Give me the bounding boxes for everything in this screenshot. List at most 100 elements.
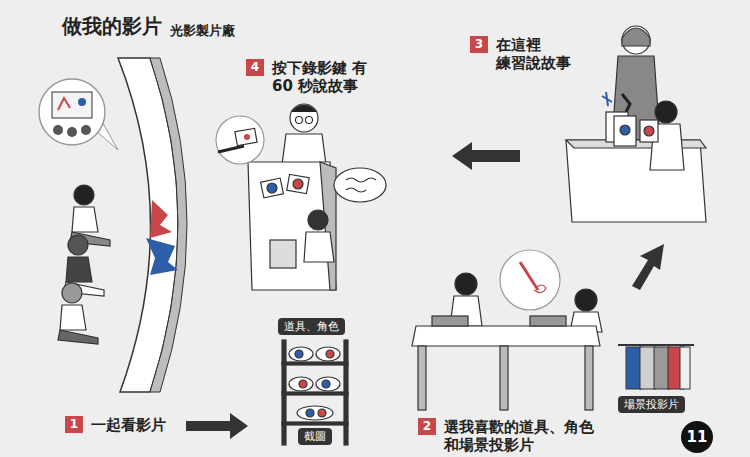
prop-shelf-part <box>326 350 334 358</box>
page-number: 11 <box>687 428 708 446</box>
page-number-circle: 11 <box>681 421 713 453</box>
practice-scene-part <box>622 94 630 112</box>
prop-shelf-part <box>297 406 333 420</box>
seated-children-part <box>62 283 82 303</box>
step-number: 1 <box>65 416 83 433</box>
subtitle-label: 光影製片廠 <box>170 22 235 40</box>
practice-scene-part <box>622 26 650 54</box>
memory-bubble-part <box>67 127 77 137</box>
memory-bubble-part <box>81 125 91 135</box>
pill-text: 截圖 <box>304 430 326 443</box>
prop-shelf-part <box>299 380 307 388</box>
selection-scene-part <box>412 326 600 346</box>
practice-scene-part <box>614 116 636 146</box>
step-heading: 2 選我喜歡的道具、角色 和場景投影片 <box>418 418 604 454</box>
recording-scene-part <box>293 179 303 189</box>
pill-text: 道具、角色 <box>284 320 339 333</box>
projection-screen-part <box>146 238 178 275</box>
prop-shelf-part <box>282 422 348 425</box>
recording-scene-part <box>346 178 376 192</box>
step-heading: 4 按下錄影鍵 有 60 秒說故事 <box>246 59 376 95</box>
prop-shelf-part <box>318 409 326 417</box>
memory-bubble-part <box>58 98 70 110</box>
selection-scene-part <box>534 285 546 293</box>
recording-scene-part <box>287 174 309 193</box>
projection-screen-part <box>150 58 187 392</box>
projection-screen <box>118 58 187 392</box>
recording-scene-part <box>267 183 277 193</box>
step-caption: 在這裡 練習說故事 <box>496 36 586 72</box>
step-number: 4 <box>246 59 264 76</box>
prop-shelf-part <box>282 362 348 365</box>
seated-children-part <box>72 207 98 232</box>
memory-bubble-part <box>53 125 63 135</box>
selection-scene-part <box>432 316 468 326</box>
step-number: 3 <box>470 36 488 53</box>
seated-children-part <box>74 185 94 205</box>
prop-shelf-part <box>282 392 348 395</box>
selection-scene-part <box>455 273 477 295</box>
flow-arrow-part <box>452 142 520 170</box>
practice-scene-part <box>640 120 658 142</box>
slide-rack-part <box>618 344 694 346</box>
recording-scene-part <box>306 117 313 124</box>
practice-scene-part <box>602 92 612 106</box>
slide-rack <box>618 345 694 389</box>
selection-scene-part <box>418 346 426 410</box>
page-title: 做我的影片 <box>62 13 162 40</box>
selection-scene-part <box>585 346 593 410</box>
recording-scene-part <box>270 240 296 268</box>
recording-scene-part <box>296 117 303 124</box>
flow-arrow-part <box>186 413 248 439</box>
slide-rack-part <box>680 347 690 389</box>
label-pill: 道具、角色 <box>278 318 345 335</box>
recording-scene-part <box>261 178 284 198</box>
recording-scene-part <box>244 134 250 140</box>
recording-scene-part <box>282 134 326 165</box>
seated-children <box>58 185 110 344</box>
flow-arrow <box>186 142 664 439</box>
step-number: 2 <box>418 418 436 435</box>
seated-children-part <box>58 330 98 344</box>
recording-scene-part <box>216 116 264 164</box>
memory-bubble <box>39 79 118 150</box>
recording-scene-part <box>235 128 257 145</box>
prop-shelf <box>282 340 348 445</box>
recording-scene-part <box>304 232 334 262</box>
prop-shelf-part <box>316 347 340 361</box>
recording-scene-part <box>308 210 328 230</box>
prop-shelf-part <box>316 377 340 391</box>
memory-bubble-part <box>39 79 105 145</box>
pill-text: 場景投影片 <box>624 398 679 411</box>
practice-scene-part <box>644 126 654 136</box>
selection-scene-part <box>520 262 538 290</box>
flow-arrow-part <box>632 244 664 290</box>
recording-scene <box>216 104 386 290</box>
step-caption: 選我喜歡的道具、角色 和場景投影片 <box>444 418 604 454</box>
selection-scene-part <box>530 316 566 326</box>
recording-scene-part <box>290 104 318 132</box>
prop-shelf-part <box>306 409 314 417</box>
step-heading: 3 在這裡 練習說故事 <box>470 36 586 72</box>
step-caption: 按下錄影鍵 有 60 秒說故事 <box>272 59 376 95</box>
selection-scene-part <box>575 289 597 311</box>
recording-scene-part <box>291 105 317 112</box>
practice-scene-part <box>620 125 630 135</box>
memory-bubble-part <box>78 98 86 106</box>
practice-scene <box>566 26 706 222</box>
selection-scene-part <box>500 346 508 410</box>
label-pill: 場景投影片 <box>618 396 685 413</box>
step-heading: 1一起看影片 <box>65 416 211 434</box>
prop-shelf-part <box>289 347 313 361</box>
prop-shelf-part <box>295 350 303 358</box>
memory-bubble-part <box>52 92 92 118</box>
recording-scene-part <box>218 146 244 152</box>
practice-scene-part <box>566 140 706 222</box>
prop-shelf-part <box>322 380 330 388</box>
prop-shelf-part <box>289 377 313 391</box>
recording-scene-part <box>248 162 336 290</box>
selection-scene <box>412 250 602 410</box>
seated-children-part <box>66 257 92 282</box>
